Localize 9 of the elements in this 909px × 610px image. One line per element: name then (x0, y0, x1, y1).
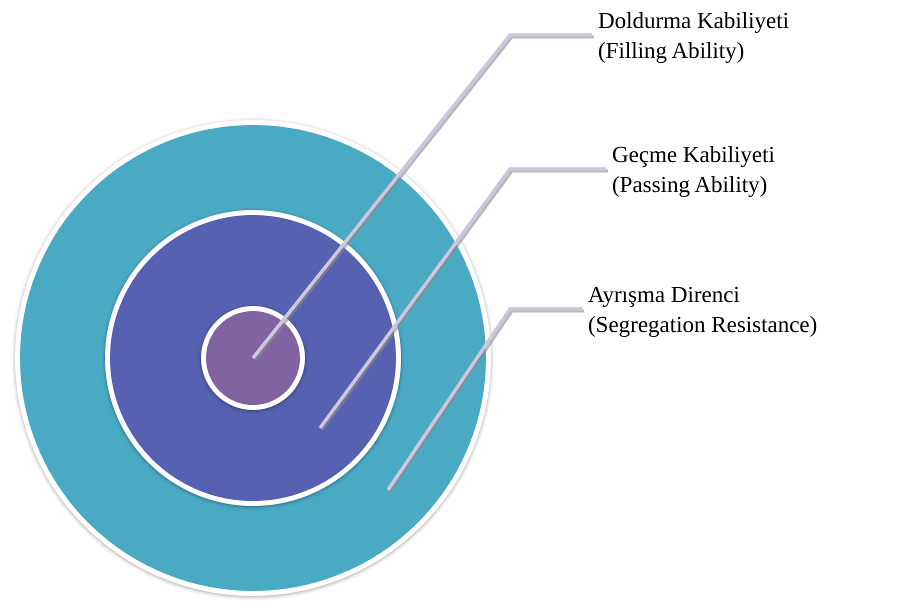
leader-line (318, 167, 606, 430)
leader-line (386, 307, 582, 491)
part-label: Ayrışma Direnci (588, 281, 741, 309)
part-label: Geçme Kabiliyeti (612, 141, 775, 169)
part-label: (Passing Ability) (612, 171, 768, 199)
leader-line (252, 33, 592, 360)
part-label: Doldurma Kabiliyeti (598, 7, 789, 35)
part-label: (Segregation Resistance) (588, 311, 818, 339)
part-label: (Filling Ability) (598, 37, 746, 65)
